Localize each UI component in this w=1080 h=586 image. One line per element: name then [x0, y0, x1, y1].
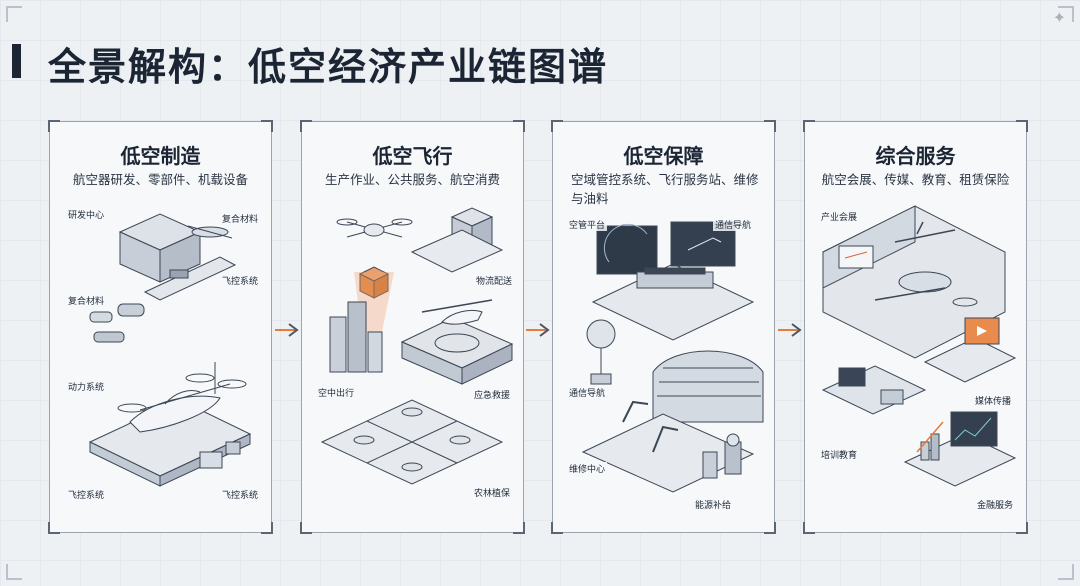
label-maintenance-center: 维修中心 — [567, 462, 608, 475]
panel-corner — [300, 522, 312, 534]
label-emergency-rescue: 应急救援 — [472, 388, 513, 401]
panel-support: 低空保障 空域管控系统、飞行服务站、维修与油料 空管平台 通信导航 通信导航 维… — [551, 120, 776, 534]
sparkle-icon: ✦ — [1052, 8, 1066, 27]
panel-subtitle: 航空会展、传媒、教育、租赁保险 — [821, 172, 1010, 187]
panel-corner — [261, 120, 273, 132]
services-illustration — [821, 205, 1017, 487]
panel-corner — [764, 120, 776, 132]
label-flight-control-2: 飞控系统 — [66, 488, 107, 501]
panel-corner — [551, 522, 563, 534]
label-logistics: 物流配送 — [474, 274, 515, 287]
label-rnd-center: 研发中心 — [66, 208, 107, 221]
panel-flight: 低空飞行 生产作业、公共服务、航空消费 物流配送 空中出行 应急救援 农林植保 — [300, 120, 525, 534]
panel-subtitle: 空域管控系统、飞行服务站、维修与油料 — [571, 172, 759, 206]
panel-corner — [513, 120, 525, 132]
panel-corner — [48, 522, 60, 534]
panel-corner — [803, 120, 815, 132]
panel-corner — [1016, 120, 1028, 132]
panel-services: 综合服务 航空会展、传媒、教育、租赁保险 产业会展 媒体传播 培训教育 金融服务 — [803, 120, 1028, 534]
frame-corner — [6, 564, 22, 580]
label-flight-control: 飞控系统 — [220, 274, 261, 287]
label-atc-platform: 空管平台 — [567, 218, 608, 231]
label-comm-nav-2: 通信导航 — [567, 386, 608, 399]
arrow-right-icon — [526, 323, 550, 337]
panel-title: 低空制造 — [120, 144, 201, 168]
panel-manufacturing: 低空制造 航空器研发、零部件、机载设备 研发中心 复合材料 飞控系统 复合材料 … — [48, 120, 273, 534]
frame-corner — [6, 6, 22, 22]
label-agri-protection: 农林植保 — [472, 486, 513, 499]
label-power-system: 动力系统 — [66, 380, 107, 393]
label-industry-expo: 产业会展 — [819, 210, 860, 223]
label-comm-nav: 通信导航 — [713, 218, 754, 231]
panel-corner — [551, 120, 563, 132]
label-energy-supply: 能源补给 — [693, 498, 734, 511]
label-composite: 复合材料 — [220, 212, 261, 225]
label-air-mobility: 空中出行 — [316, 386, 357, 399]
panel-corner — [1016, 522, 1028, 534]
manufacturing-illustration — [88, 213, 252, 487]
support-illustration — [581, 221, 764, 493]
panel-subtitle: 航空器研发、零部件、机载设备 — [72, 172, 248, 187]
panel-subtitle: 生产作业、公共服务、航空消费 — [324, 172, 500, 187]
title-accent-bar — [12, 44, 21, 78]
arrow-right-icon — [778, 323, 802, 337]
label-finance: 金融服务 — [975, 498, 1016, 511]
label-flight-control-3: 飞控系统 — [220, 488, 261, 501]
frame-corner — [1058, 6, 1074, 22]
page-title: 全景解构：低空经济产业链图谱 — [48, 45, 609, 89]
panel-corner — [48, 120, 60, 132]
panel-title: 低空飞行 — [372, 144, 453, 168]
label-composite-2: 复合材料 — [66, 294, 107, 307]
panel-title: 综合服务 — [875, 144, 956, 168]
frame-corner — [1058, 564, 1074, 580]
panel-corner — [513, 522, 525, 534]
arrow-right-icon — [275, 323, 299, 337]
panel-corner — [261, 522, 273, 534]
label-training: 培训教育 — [819, 448, 860, 461]
panel-corner — [300, 120, 312, 132]
flight-illustration — [320, 207, 514, 485]
label-media: 媒体传播 — [973, 394, 1014, 407]
panel-corner — [803, 522, 815, 534]
panel-title: 低空保障 — [623, 144, 704, 168]
panel-corner — [764, 522, 776, 534]
